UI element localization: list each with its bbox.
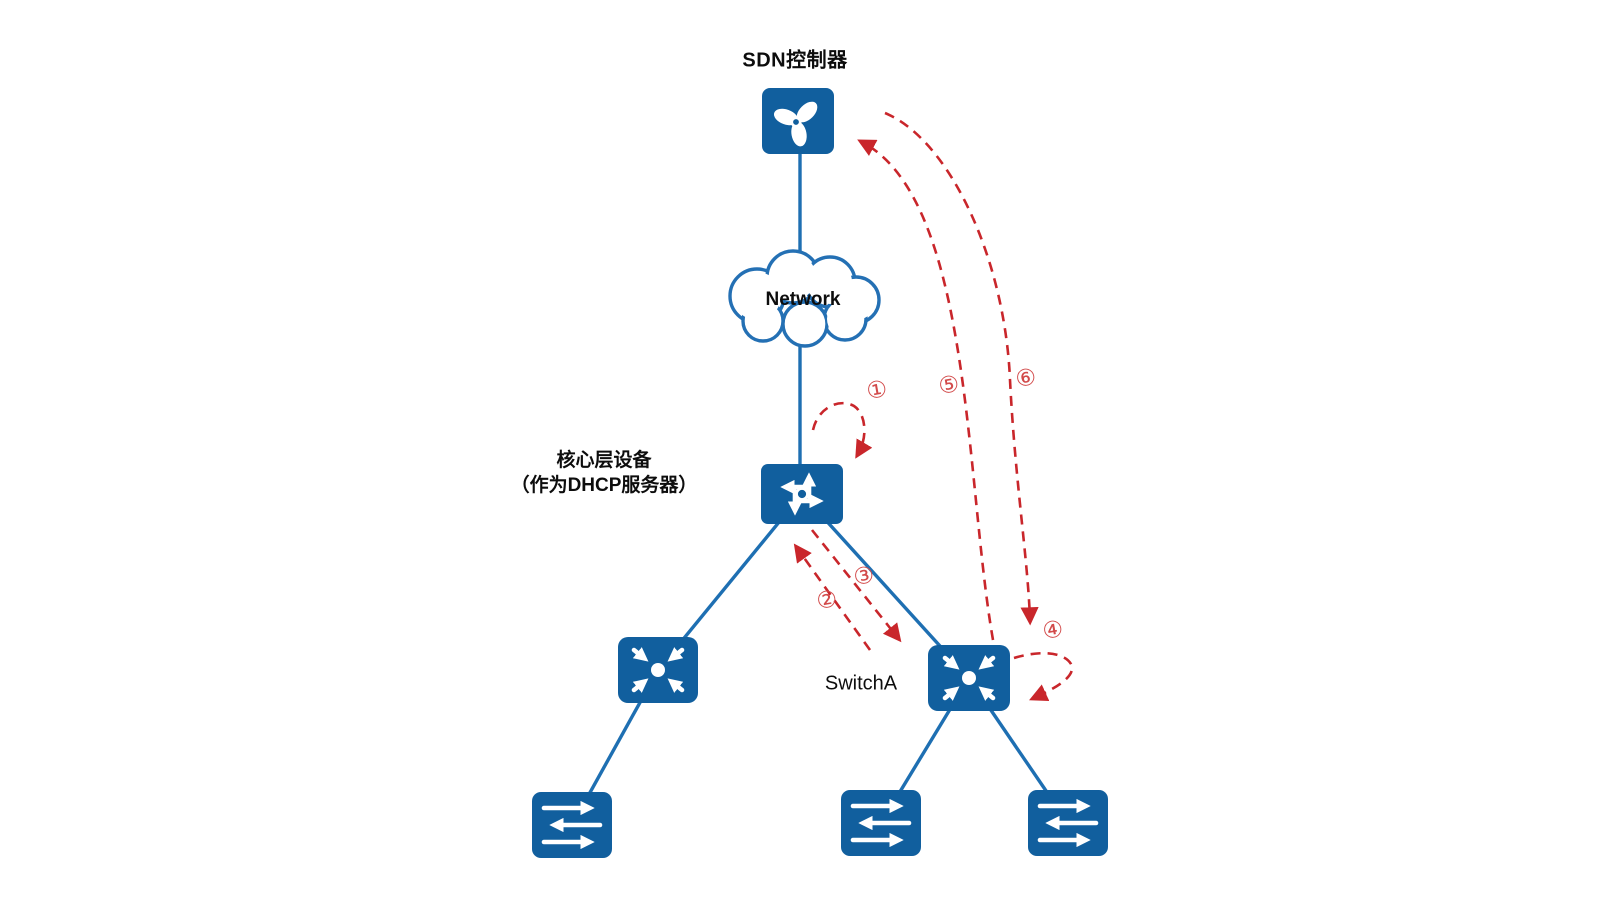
propeller-glyph [773, 101, 818, 147]
flow-step3-core-to-switcha [810, 529, 902, 643]
horizontal-arrows-glyph [541, 800, 603, 850]
core-device-label-line2: （作为DHCP服务器） [510, 475, 698, 496]
flow-step2-switcha-to-core [793, 543, 872, 651]
network-cloud-label: Network [765, 289, 841, 310]
router-body [761, 464, 843, 524]
switch-a-icon [928, 645, 1010, 711]
aggregation-switch-left-icon [618, 637, 698, 703]
step-5-marker: ⑤ [936, 370, 962, 401]
step-1-marker: ① [864, 375, 890, 406]
inward-arrows-glyph [631, 647, 685, 693]
core-router-icon [761, 464, 843, 524]
router-center-circle [795, 487, 809, 501]
step-4-marker: ④ [1040, 615, 1066, 646]
router-arrows-glyph [780, 472, 824, 516]
switch-a-label: SwitchA [824, 672, 898, 695]
flow-step6-controller-to-switcha [884, 111, 1039, 626]
switch-a-center-dot [962, 671, 976, 685]
message-flow-arrows [793, 111, 1074, 702]
access-switch-1-icon [532, 792, 612, 858]
agg-center-dot [651, 663, 665, 677]
network-cloud-icon [728, 249, 881, 348]
access-switch-2-icon [841, 790, 921, 856]
step-2-marker: ② [814, 585, 840, 616]
flow-step5-switcha-to-controller [857, 139, 995, 641]
sdn-controller-icon [762, 88, 834, 154]
horizontal-arrows-glyph [1037, 798, 1099, 848]
flow-step4-loop-switcha [1013, 651, 1074, 702]
core-device-label: 核心层设备 （作为DHCP服务器） [511, 448, 698, 498]
horizontal-arrows-glyph [850, 798, 912, 848]
flow-step1-loop-core [811, 401, 873, 459]
core-device-label-line1: 核心层设备 [556, 450, 652, 471]
step-6-marker: ⑥ [1013, 363, 1039, 394]
access-switch-3-icon [1028, 790, 1108, 856]
step-3-marker: ③ [851, 561, 877, 592]
sdn-controller-label: SDN控制器 [742, 49, 848, 72]
inward-arrows-glyph [942, 655, 996, 701]
